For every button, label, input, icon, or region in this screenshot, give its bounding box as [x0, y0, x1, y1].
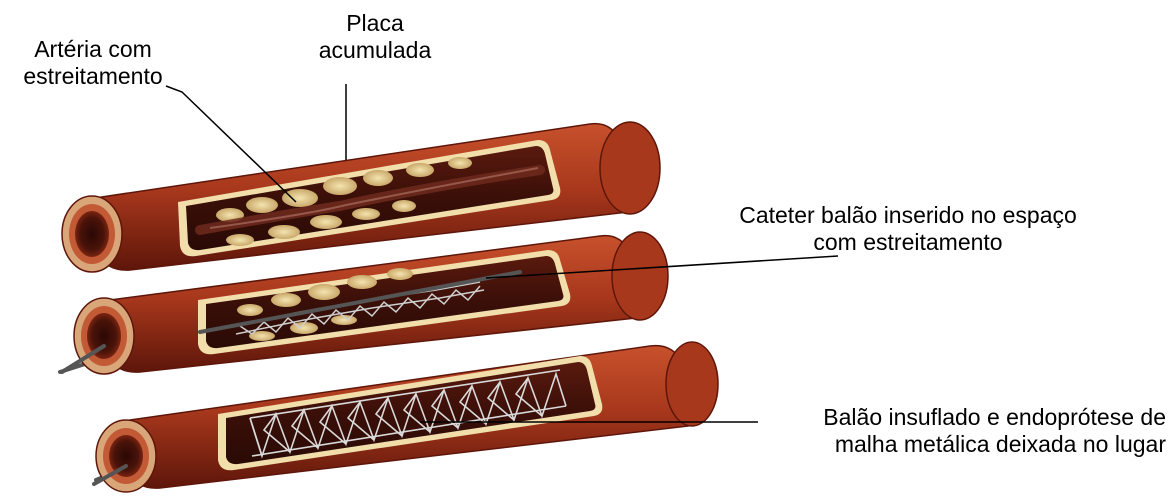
label-inflated-balloon-stent: Balão insuflado e endoprótese de malha m…: [700, 404, 1166, 458]
label-line: Cateter balão inserido no espaço: [704, 202, 1112, 229]
label-line: Balão insuflado e endoprótese de: [700, 404, 1166, 431]
label-line: Artéria com: [4, 36, 182, 63]
label-line: estreitamento: [4, 63, 182, 90]
label-narrowed-artery: Artéria com estreitamento: [4, 36, 182, 90]
label-line: Placa: [300, 10, 450, 37]
label-line: com estreitamento: [704, 229, 1112, 256]
label-plaque: Placa acumulada: [300, 10, 450, 64]
label-line: malha metálica deixada no lugar: [700, 431, 1166, 458]
label-line: acumulada: [300, 37, 450, 64]
label-balloon-catheter: Cateter balão inserido no espaço com est…: [704, 202, 1112, 256]
